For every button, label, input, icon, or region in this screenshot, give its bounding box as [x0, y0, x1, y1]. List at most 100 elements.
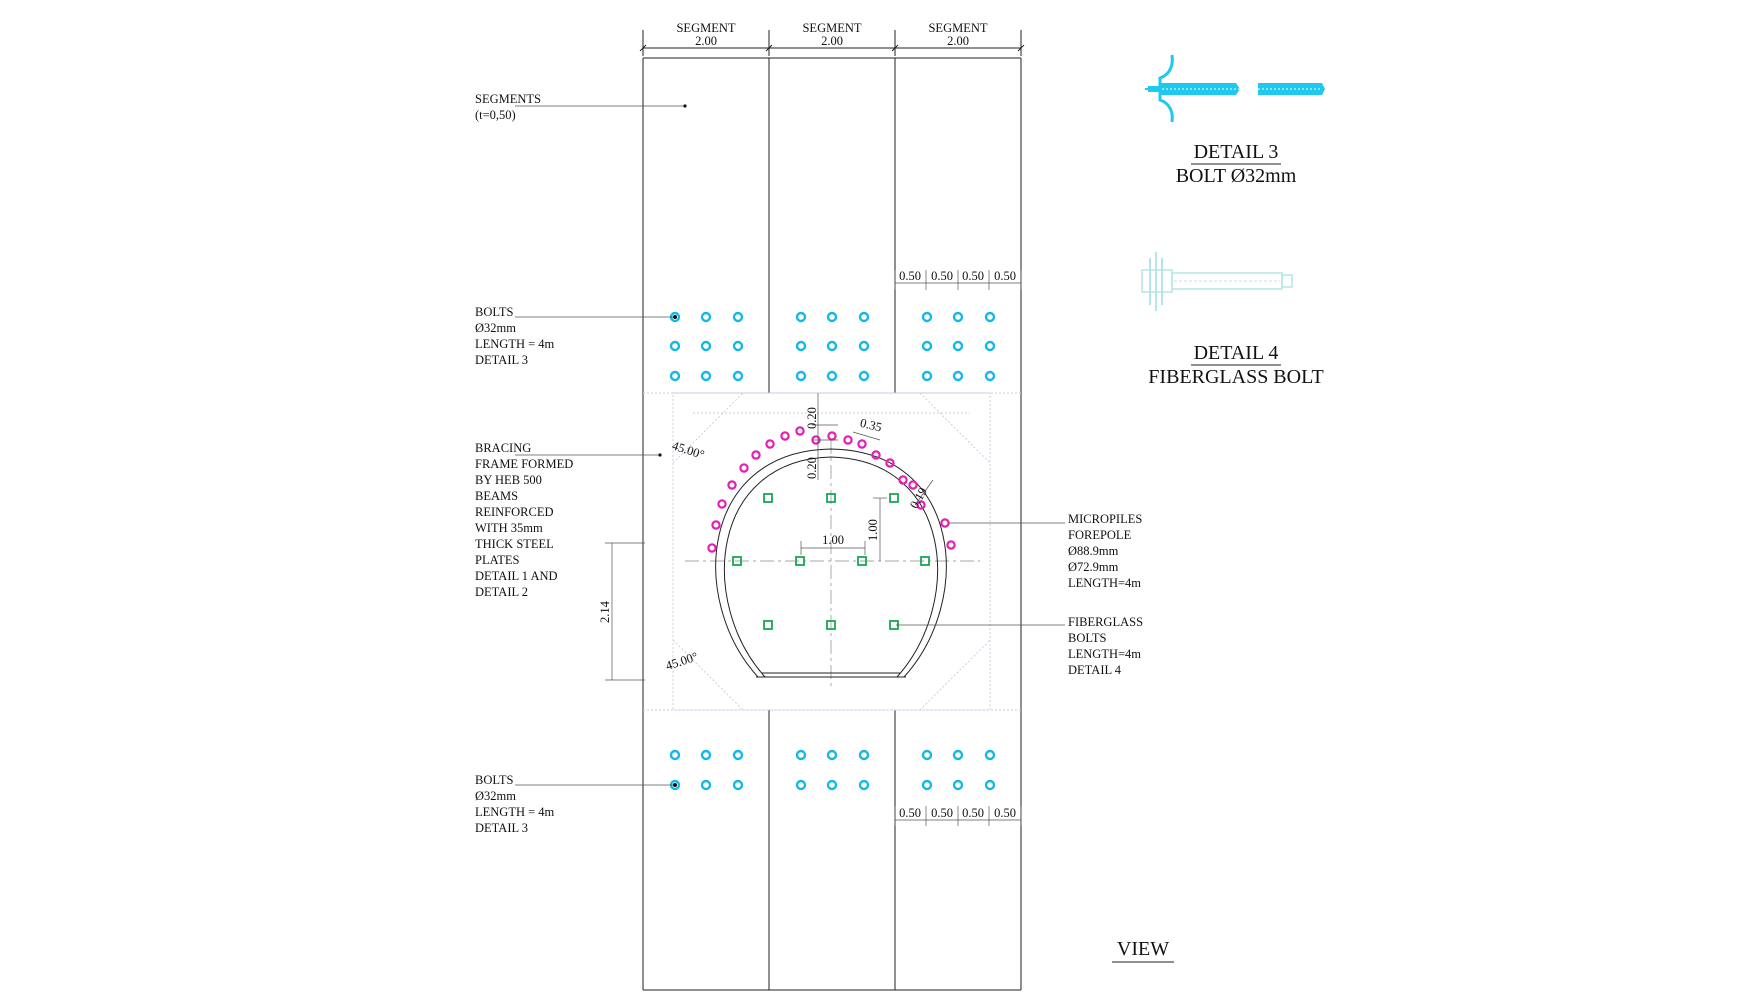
dim-grid-v: 1.00	[866, 519, 880, 541]
label-bolts-top: BOLTS Ø32mm LENGTH = 4m DETAIL 3	[475, 305, 555, 367]
detail4-subtitle: FIBERGLASS BOLT	[1148, 366, 1323, 388]
bolt-marker	[700, 779, 712, 791]
bolt-marker	[826, 749, 838, 761]
bolt-marker	[858, 370, 870, 382]
view-title: VIEW	[1117, 938, 1169, 960]
svg-text:Ø88.9mm: Ø88.9mm	[1068, 544, 1119, 558]
svg-text:BOLTS: BOLTS	[1068, 631, 1106, 645]
bolt-marker	[858, 311, 870, 323]
segment-header-3-label: SEGMENT	[928, 21, 987, 35]
micropile-marker	[765, 439, 775, 449]
micropile-marker	[946, 540, 956, 550]
svg-text:FIBERGLASS: FIBERGLASS	[1068, 615, 1143, 629]
spacing-bottom-4: 0.50	[994, 806, 1016, 820]
bolt-marker	[952, 311, 964, 323]
segment-header-1-value: 2.00	[695, 34, 717, 48]
spacing-top-4: 0.50	[994, 269, 1016, 283]
svg-text:PLATES: PLATES	[475, 553, 520, 567]
micropile-marker	[871, 450, 881, 460]
svg-text:BEAMS: BEAMS	[475, 489, 518, 503]
micropile-marker	[885, 458, 895, 468]
bolt-marker	[984, 749, 996, 761]
bolt-marker	[732, 370, 744, 382]
fiberglass-marker	[795, 556, 805, 566]
micropile-marker	[916, 500, 926, 510]
micropile-marker	[795, 426, 805, 436]
spacing-bottom-1: 0.50	[899, 806, 921, 820]
svg-text:MICROPILES: MICROPILES	[1068, 512, 1142, 526]
micropile-marker	[827, 431, 837, 441]
bolt-marker	[669, 749, 681, 761]
bolt-marker	[858, 340, 870, 352]
svg-text:BOLTS: BOLTS	[475, 773, 513, 787]
bolt-marker	[700, 370, 712, 382]
detail3-title: DETAIL 3	[1194, 141, 1279, 163]
svg-text:DETAIL 2: DETAIL 2	[475, 585, 528, 599]
leader-lines	[515, 104, 1065, 787]
bolt-marker	[858, 749, 870, 761]
micropile-marker	[940, 518, 950, 528]
bolt-marker	[921, 370, 933, 382]
fiberglass-marker	[732, 556, 742, 566]
segment-header-1-label: SEGMENT	[676, 21, 735, 35]
fiberglass-marker	[920, 556, 930, 566]
micropile-marker	[908, 480, 918, 490]
micropile-marker	[857, 439, 867, 449]
bolt-marker	[795, 370, 807, 382]
svg-text:LENGTH = 4m: LENGTH = 4m	[475, 805, 555, 819]
svg-text:THICK STEEL: THICK STEEL	[475, 537, 554, 551]
fiberglass-marker	[763, 493, 773, 503]
bolt-marker	[732, 749, 744, 761]
bolt-marker	[795, 779, 807, 791]
label-micropiles: MICROPILES FOREPOLE Ø88.9mm Ø72.9mm LENG…	[1068, 512, 1142, 590]
label-bolts-bottom: BOLTS Ø32mm LENGTH = 4m DETAIL 3	[475, 773, 555, 835]
svg-text:Ø32mm: Ø32mm	[475, 321, 516, 335]
bolt-marker	[826, 311, 838, 323]
svg-text:DETAIL 3: DETAIL 3	[475, 353, 528, 367]
micropile-marker	[717, 499, 727, 509]
svg-text:DETAIL 3: DETAIL 3	[475, 821, 528, 835]
dim-grid-h: 1.00	[822, 533, 844, 547]
label-fiberglass: FIBERGLASS BOLTS LENGTH=4m DETAIL 4	[1068, 615, 1143, 677]
bolt-marker	[984, 370, 996, 382]
bolt-marker	[952, 749, 964, 761]
dim-angle-bottom: 45.00°	[664, 649, 700, 673]
center-axes	[685, 440, 980, 690]
svg-text:LENGTH=4m: LENGTH=4m	[1068, 576, 1141, 590]
segment-outline	[642, 57, 1022, 991]
detail4-fiberglass-bolt-icon	[1141, 252, 1293, 311]
tunnel-profile	[715, 448, 947, 678]
bolt-markers	[669, 311, 996, 791]
svg-text:FOREPOLE: FOREPOLE	[1068, 528, 1132, 542]
svg-text:BOLTS: BOLTS	[475, 305, 513, 319]
tunnel-dimensions: 0.20 0.20 0.35 0.19 1.00 1.00 2.14 45.00…	[598, 393, 934, 681]
dim-vertical-b: 0.20	[805, 457, 819, 479]
detail3-bolt-icon	[1145, 54, 1325, 123]
spacing-top-1: 0.50	[899, 269, 921, 283]
svg-text:DETAIL 1 AND: DETAIL 1 AND	[475, 569, 558, 583]
fiberglass-marker	[889, 493, 899, 503]
svg-text:LENGTH=4m: LENGTH=4m	[1068, 647, 1141, 661]
bolt-marker	[669, 340, 681, 352]
fiberglass-markers	[732, 493, 930, 630]
bolt-marker	[795, 340, 807, 352]
spacing-dimensions-bottom: 0.50 0.50 0.50 0.50	[894, 806, 1022, 826]
svg-text:LENGTH = 4m: LENGTH = 4m	[475, 337, 555, 351]
fiberglass-marker	[826, 493, 836, 503]
svg-text:DETAIL 4: DETAIL 4	[1068, 663, 1122, 677]
bolt-marker	[732, 340, 744, 352]
bolt-marker	[921, 340, 933, 352]
bolt-marker	[921, 749, 933, 761]
dim-angle-top: 45.00°	[670, 438, 706, 462]
dim-height: 2.14	[598, 600, 612, 623]
label-segments: SEGMENTS (t=0,50)	[475, 92, 541, 122]
bolt-marker	[795, 749, 807, 761]
bolt-marker	[732, 311, 744, 323]
micropile-marker	[898, 475, 908, 485]
bolt-marker	[952, 370, 964, 382]
fiberglass-marker	[857, 556, 867, 566]
segment-dimension-chain: SEGMENT 2.00 SEGMENT 2.00 SEGMENT 2.00	[639, 21, 1025, 56]
bolt-marker	[921, 311, 933, 323]
micropile-marker	[751, 450, 761, 460]
